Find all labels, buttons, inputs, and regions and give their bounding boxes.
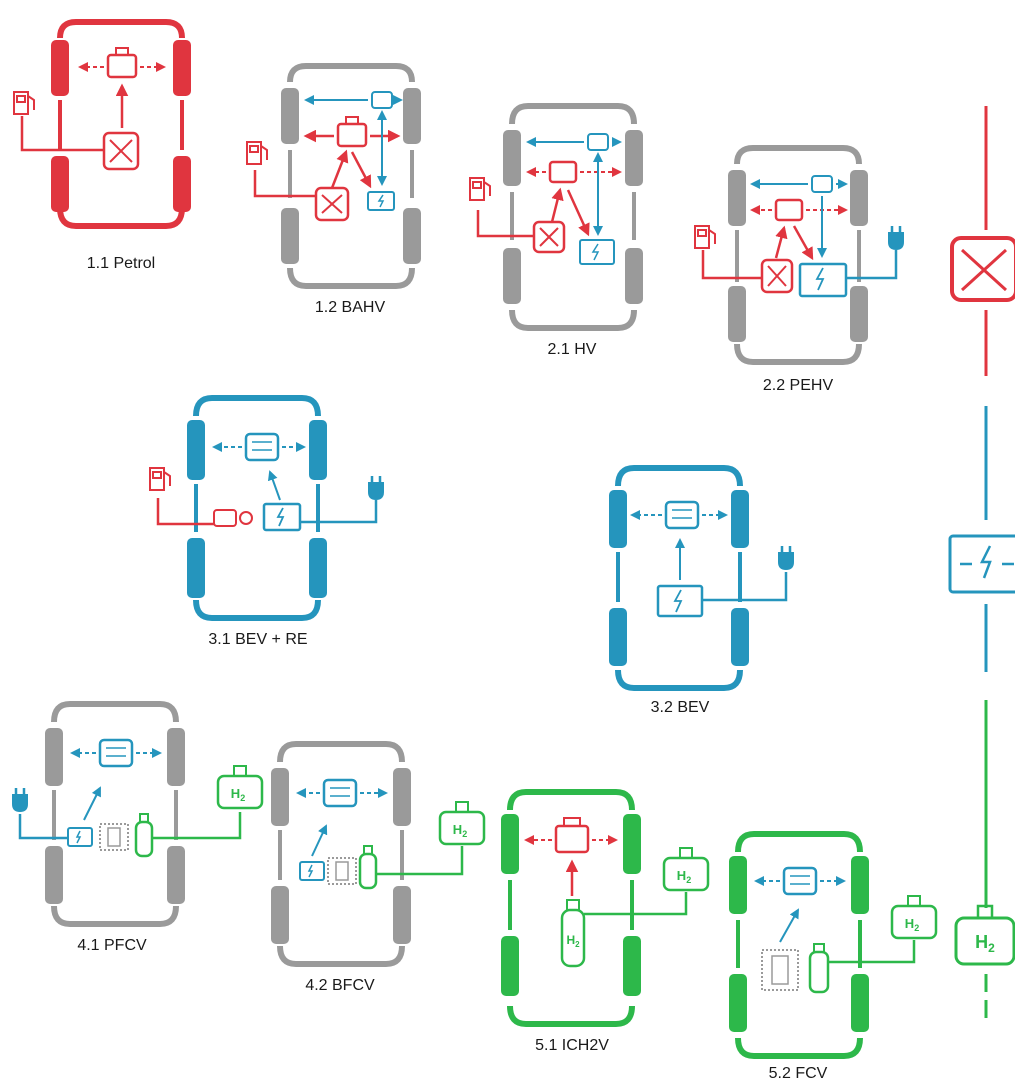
svg-text:H2: H2 <box>677 868 691 885</box>
battery-icon <box>656 584 704 618</box>
vehicle-label: 1.2 BAHV <box>315 299 386 316</box>
hydrogen-tank-icon: H2 <box>954 904 1015 966</box>
battery-icon <box>579 239 615 265</box>
svg-text:H2: H2 <box>566 933 580 949</box>
fuel-cell-icon <box>99 823 129 851</box>
electric-motor-icon <box>371 91 393 109</box>
vehicle-3-1-bev-re: 3.1 BEV + RE <box>149 395 384 648</box>
electric-motor-icon <box>244 432 280 462</box>
svg-text:H2: H2 <box>905 916 919 933</box>
chassis-bottom <box>57 207 185 229</box>
electric-motor-icon <box>782 866 818 896</box>
electric-motor-icon <box>98 738 134 768</box>
vehicle-label: 3.1 BEV + RE <box>208 631 307 648</box>
hydrogen-cylinder-icon <box>358 845 378 890</box>
chassis-top <box>57 19 185 39</box>
vehicle-5-2-fcv: H2 5.2 FCV <box>729 831 938 1082</box>
vehicle-label: 2.2 PEHV <box>763 377 834 394</box>
electric-motor-icon <box>664 500 700 530</box>
vehicle-label: 3.2 BEV <box>651 699 710 716</box>
plug-icon <box>888 226 904 250</box>
vehicle-4-2-bfcv: H2 4.2 BFCV <box>271 741 486 994</box>
vehicle-label: 4.2 BFCV <box>305 977 375 994</box>
hydrogen-cylinder-icon <box>134 813 154 858</box>
wheel <box>51 156 69 212</box>
energy-legend-column: H2 <box>948 106 1015 1024</box>
electric-motor-icon <box>811 175 833 193</box>
jerrycan-icon <box>532 220 566 254</box>
hydrogen-cylinder-icon <box>808 943 830 994</box>
fuel-pump-icon <box>149 467 171 491</box>
battery-icon <box>67 827 93 847</box>
vehicle-label: 1.1 Petrol <box>87 255 155 272</box>
vehicle-label: 5.2 FCV <box>769 1065 828 1082</box>
vehicle-2-1-hv: 2.1 HV <box>469 103 643 358</box>
battery-icon <box>367 191 395 211</box>
jerrycan-icon <box>950 236 1015 302</box>
jerrycan-icon <box>314 186 350 222</box>
hydrogen-tank-icon: H2 <box>216 765 264 810</box>
vehicle-label: 4.1 PFCV <box>77 937 147 954</box>
fuel-pump-icon <box>694 225 716 249</box>
hydrogen-tank-icon: H2 <box>438 801 486 846</box>
battery-icon <box>262 502 302 532</box>
jerrycan-icon <box>760 258 794 294</box>
wheel <box>173 40 191 96</box>
fuel-cell-icon <box>327 857 357 885</box>
vehicle-3-2-bev: 3.2 BEV <box>609 465 794 716</box>
fuel-pump-icon <box>246 141 268 165</box>
hydrogen-tank-icon: H2 <box>890 895 938 940</box>
vehicle-5-1-ich2v: H2 H2 5.1 ICH2V <box>501 789 710 1054</box>
electric-motor-icon <box>322 778 358 808</box>
vehicle-2-2-pehv: 2.2 PEHV <box>694 145 904 394</box>
engine-icon <box>554 817 590 854</box>
svg-text:H2: H2 <box>453 822 467 839</box>
battery-icon <box>299 861 325 881</box>
electric-motor-icon <box>587 133 609 151</box>
fuel-pump-icon <box>469 177 491 201</box>
plug-icon <box>368 476 384 500</box>
engine-icon <box>774 198 804 222</box>
vehicle-1-2-bahv: 1.2 BAHV <box>246 63 421 316</box>
svg-text:H2: H2 <box>231 786 245 803</box>
vehicle-label: 5.1 ICH2V <box>535 1037 609 1054</box>
plug-icon <box>778 546 794 570</box>
vehicle-1-1-petrol: 1.1 Petrol <box>13 19 191 272</box>
engine-icon <box>106 47 138 79</box>
plug-icon <box>12 788 28 812</box>
battery-icon <box>798 262 848 298</box>
vehicle-label: 2.1 HV <box>548 341 597 358</box>
wheel <box>51 40 69 96</box>
engine-icon <box>336 116 368 148</box>
svg-text:H2: H2 <box>975 932 995 955</box>
fuel-cell-icon <box>761 949 799 991</box>
fuel-pump-icon <box>13 91 35 115</box>
wheel <box>173 156 191 212</box>
battery-icon <box>948 534 1015 594</box>
engine-icon <box>213 509 253 527</box>
vehicle-4-1-pfcv: H2 4.1 PFCV <box>12 701 264 954</box>
jerrycan-icon <box>102 131 140 171</box>
engine-icon <box>548 160 578 184</box>
hydrogen-cylinder-icon: H2 <box>560 899 586 968</box>
hydrogen-tank-icon: H2 <box>662 847 710 892</box>
